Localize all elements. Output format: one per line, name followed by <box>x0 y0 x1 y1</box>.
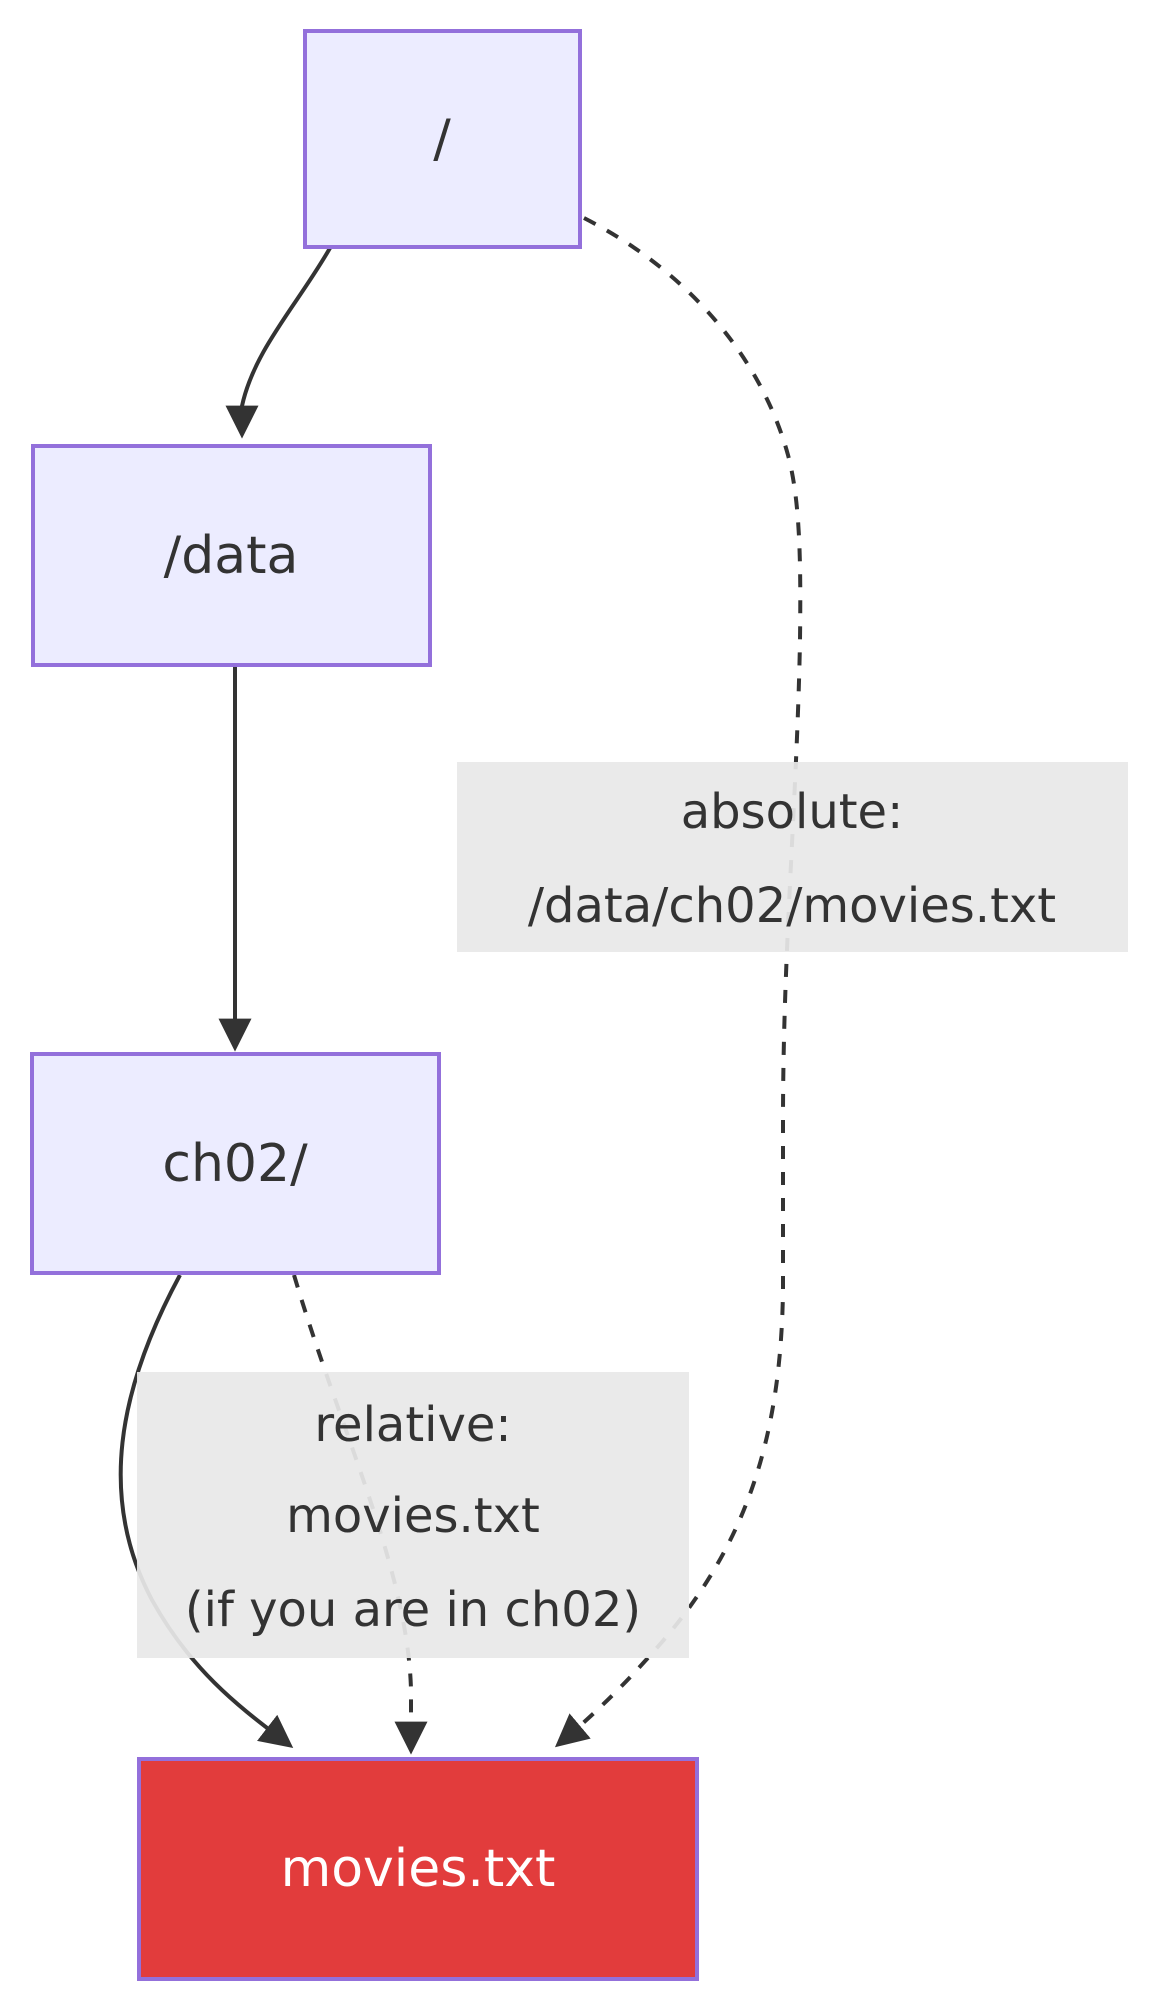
node-root-label: / <box>433 109 451 169</box>
edge-root-to-data <box>225 247 332 439</box>
node-ch02-label: ch02/ <box>162 1134 308 1194</box>
edge-label-relative-line1: relative: <box>314 1397 511 1453</box>
edge-label-relative-bg <box>137 1372 689 1658</box>
edge-label-relative-line2: movies.txt <box>286 1488 540 1544</box>
node-ch02: ch02/ <box>30 1052 441 1275</box>
node-movies: movies.txt <box>137 1757 699 1981</box>
node-data-label: /data <box>164 526 299 586</box>
node-data: /data <box>31 444 432 667</box>
edge-label-absolute-line1: absolute: <box>681 784 904 840</box>
node-root: / <box>303 29 582 249</box>
node-root-box <box>303 29 582 249</box>
node-movies-label: movies.txt <box>281 1839 556 1899</box>
node-data-box <box>31 444 432 667</box>
edge-label-relative-line3: (if you are in ch02) <box>185 1582 641 1638</box>
edge-label-absolute: absolute: /data/ch02/movies.txt <box>457 762 1128 952</box>
node-movies-box <box>137 1757 699 1981</box>
edge-label-relative: relative: movies.txt (if you are in ch02… <box>137 1372 689 1658</box>
node-ch02-box <box>30 1052 441 1275</box>
edge-label-absolute-bg <box>457 762 1128 952</box>
edge-label-absolute-line2: /data/ch02/movies.txt <box>528 878 1056 934</box>
